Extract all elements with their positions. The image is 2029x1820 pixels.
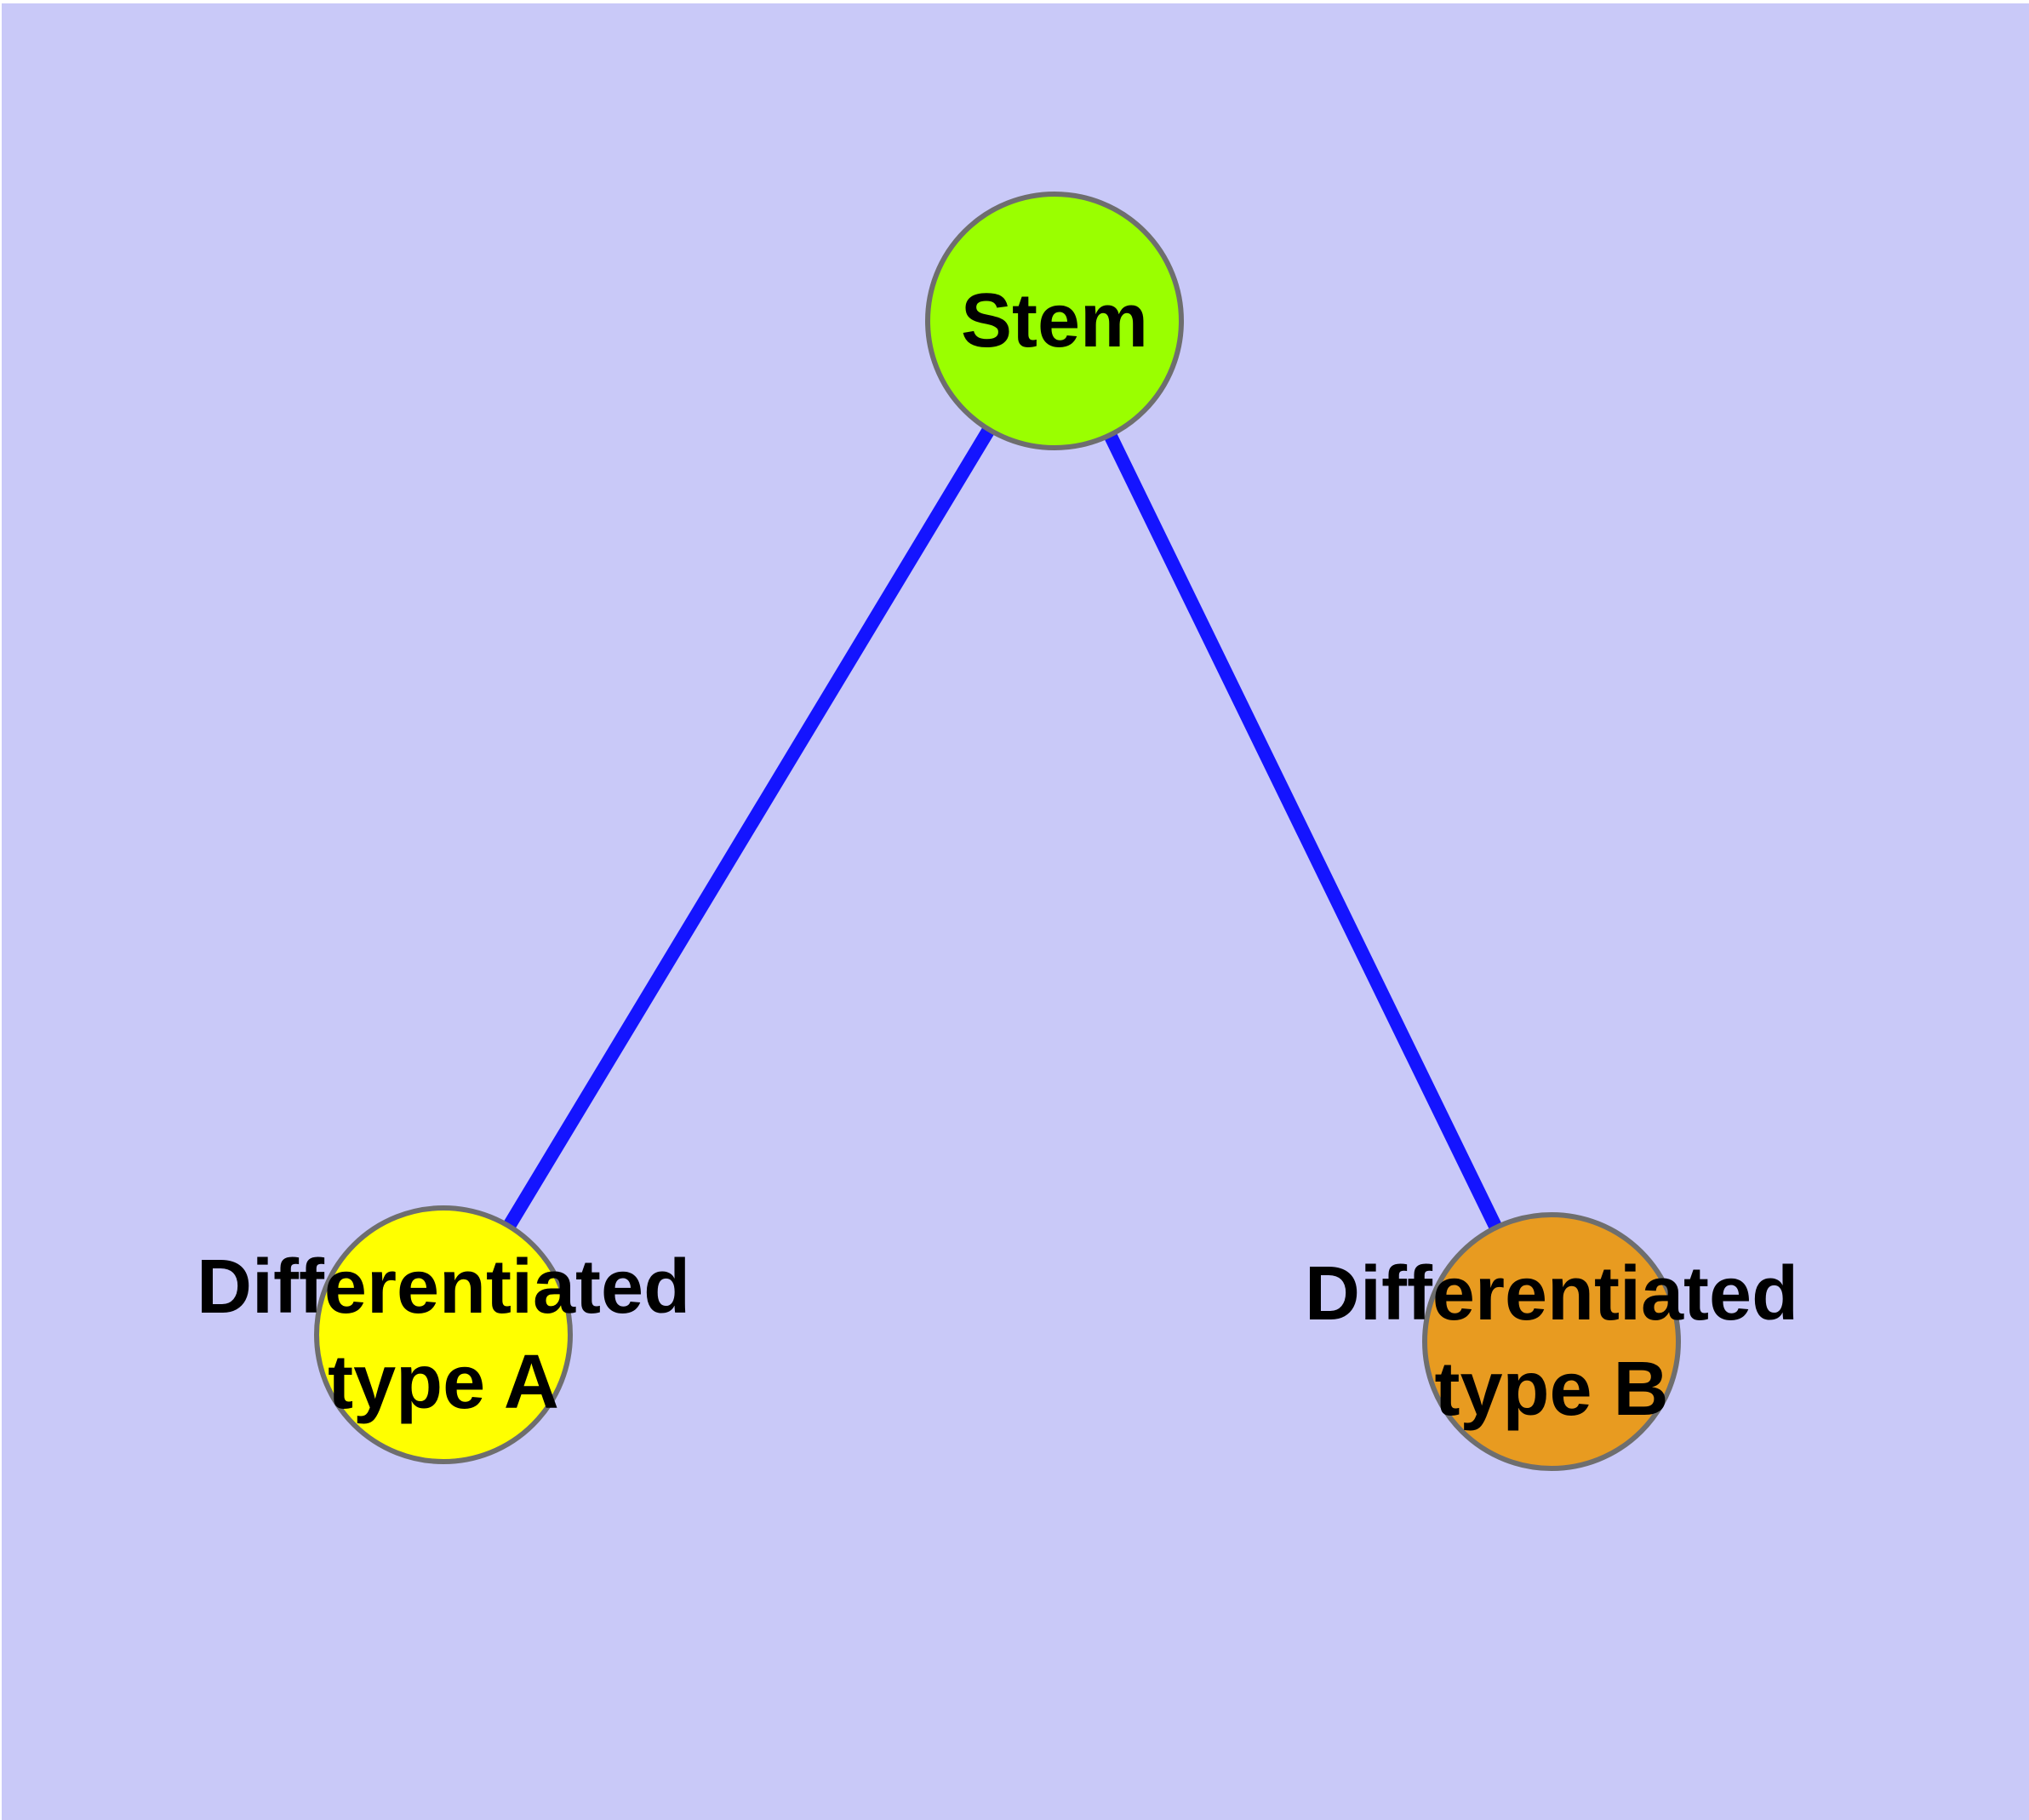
node-type-b-label-line1: Differentiated: [1304, 1251, 1799, 1336]
node-type-b-label-line2: type B: [1434, 1347, 1669, 1432]
node-stem[interactable]: Stem: [925, 192, 1184, 450]
node-differentiated-type-b[interactable]: Differentiated type B: [1305, 1212, 1798, 1471]
node-stem-label: Stem: [960, 278, 1149, 363]
node-type-a-label: Differentiated type A: [197, 1239, 690, 1430]
node-type-b-label: Differentiated type B: [1305, 1246, 1798, 1437]
edges-layer: [437, 317, 1558, 1345]
edge-stem-to-type-a: [437, 317, 1060, 1339]
node-type-a-label-line1: Differentiated: [196, 1245, 691, 1330]
node-differentiated-type-a[interactable]: Differentiated type A: [197, 1205, 690, 1464]
node-type-a-label-line2: type A: [328, 1340, 559, 1425]
edge-stem-to-type-b: [1048, 318, 1558, 1345]
